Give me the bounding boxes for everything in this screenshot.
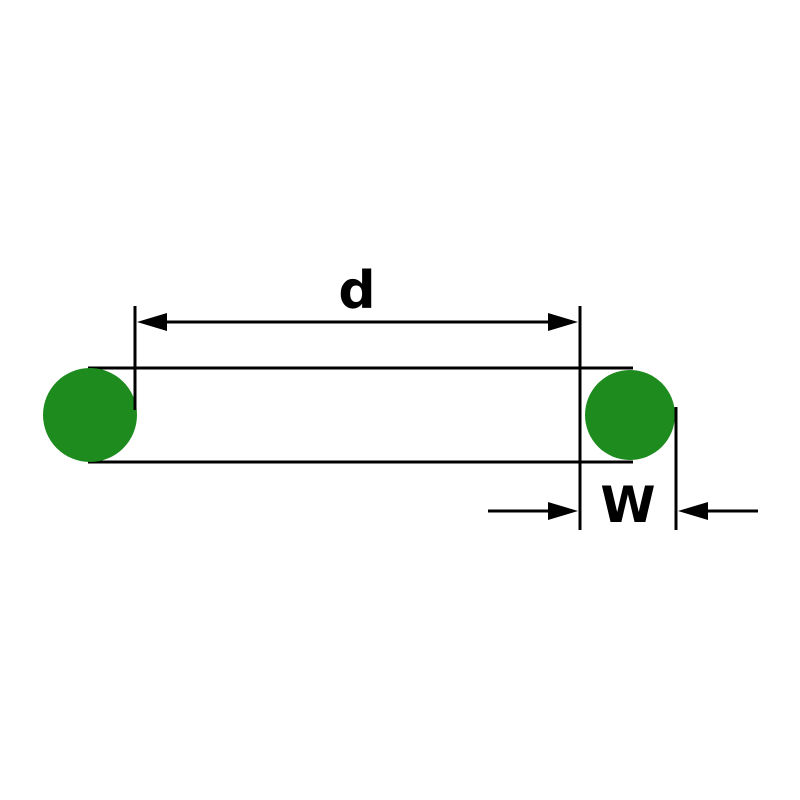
width-arrowhead-left-icon [548, 502, 578, 520]
diameter-arrowhead-right-icon [548, 313, 578, 331]
diameter-label: d [338, 261, 375, 321]
width-label: W [600, 476, 655, 534]
oring-right-cross-section [585, 370, 675, 460]
width-arrowhead-right-icon [678, 502, 708, 520]
diameter-arrowhead-left-icon [137, 313, 167, 331]
oring-left-cross-section [43, 368, 137, 462]
